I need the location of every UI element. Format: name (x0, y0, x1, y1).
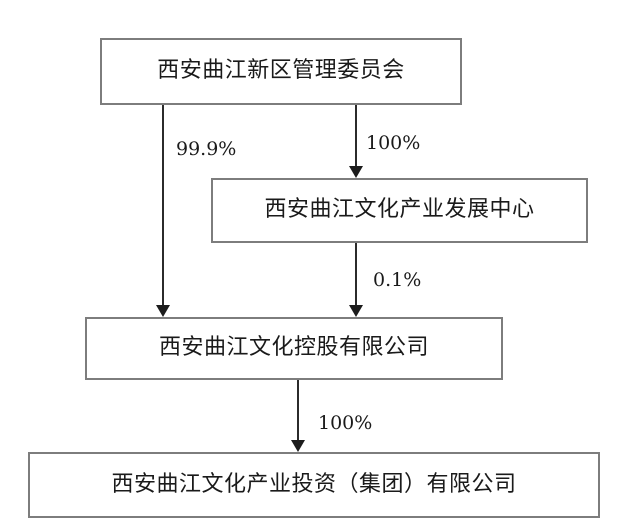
node-label: 西安曲江文化产业投资（集团）有限公司 (111, 471, 517, 497)
edge-label-100-percent-top: 100% (366, 132, 421, 154)
node-box-xian-qujiang-new-district-management-committee: 西安曲江新区管理委员会 (100, 38, 462, 105)
edge-label-99-9-percent: 99.9% (176, 138, 237, 160)
edge-arrowhead-100-percent-bottom (291, 440, 305, 452)
node-label: 西安曲江文化控股有限公司 (158, 335, 429, 361)
node-box-xian-qujiang-cultural-industry-development-center: 西安曲江文化产业发展中心 (211, 178, 588, 243)
node-label: 西安曲江文化产业发展中心 (264, 197, 535, 223)
node-box-xian-qujiang-cultural-holding-co-ltd: 西安曲江文化控股有限公司 (85, 317, 503, 380)
edge-line-100-percent-bottom (297, 380, 299, 440)
edge-line-99-9-percent (162, 105, 164, 305)
edge-arrowhead-100-percent-top (349, 166, 363, 178)
edge-arrowhead-99-9-percent (156, 305, 170, 317)
edge-arrowhead-0-1-percent (349, 305, 363, 317)
edge-label-0-1-percent: 0.1% (373, 269, 422, 291)
edge-line-100-percent-top (355, 105, 357, 166)
node-label: 西安曲江新区管理委员会 (157, 58, 405, 84)
edge-label-100-percent-bottom: 100% (318, 412, 373, 434)
node-box-xian-qujiang-cultural-industry-investment-group-co-ltd: 西安曲江文化产业投资（集团）有限公司 (28, 452, 600, 518)
edge-line-0-1-percent (355, 243, 357, 305)
